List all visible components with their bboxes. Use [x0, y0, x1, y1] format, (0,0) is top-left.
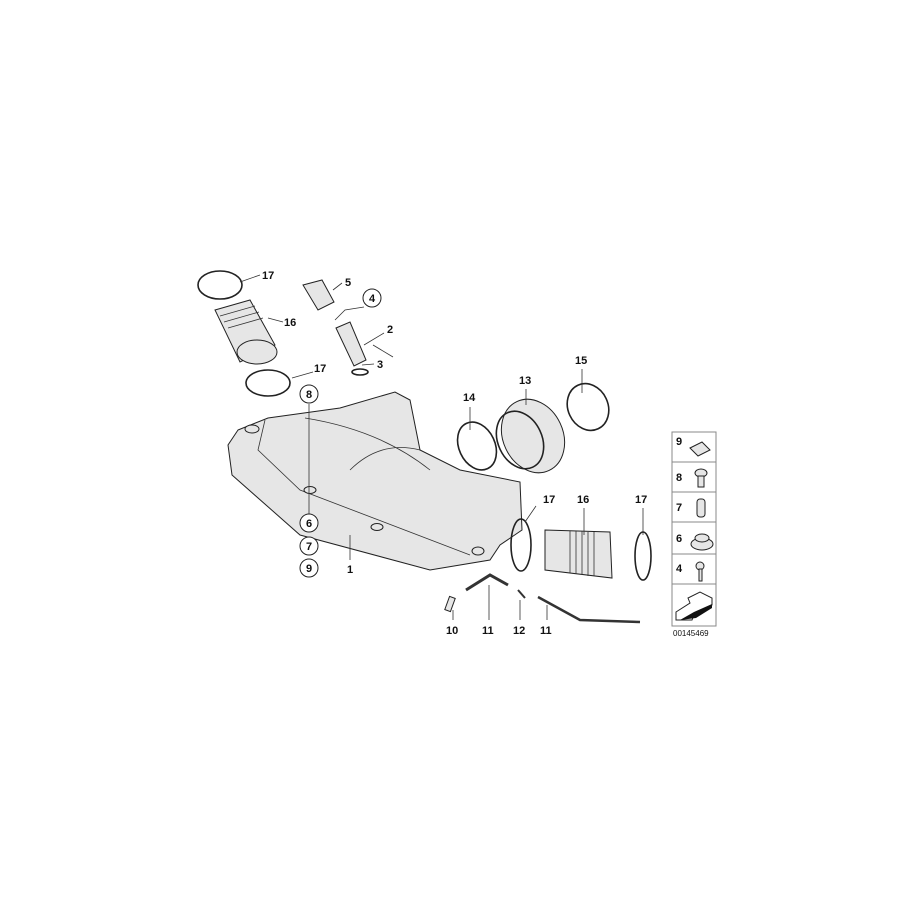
callout-17: 17	[635, 494, 647, 506]
hose-clamp-14	[456, 421, 498, 471]
callout-7: 7	[306, 541, 312, 553]
callout-labels: 17 5 4 16 2 3 17 8 15 13 14 17 16 17 6 7…	[262, 270, 647, 637]
callout-12: 12	[513, 625, 525, 637]
legend-8: 8	[676, 472, 682, 484]
arrow-icon	[675, 591, 713, 621]
hose-11-long	[537, 595, 641, 624]
callout-17: 17	[543, 494, 555, 506]
callout-circle	[299, 513, 319, 533]
clip-nut-icon	[689, 441, 711, 457]
callout-6: 6	[306, 518, 312, 530]
callout-circle	[299, 536, 319, 556]
screw-4-icon	[695, 561, 705, 582]
callout-3: 3	[377, 359, 383, 371]
callout-13: 13	[519, 375, 531, 387]
valve-12	[517, 589, 526, 599]
legend-6: 6	[676, 533, 682, 545]
callout-1: 1	[347, 564, 353, 576]
hose-clamp-17-right-b	[634, 531, 652, 581]
callout-11: 11	[482, 625, 494, 637]
callout-16: 16	[284, 317, 296, 329]
callout-8: 8	[306, 389, 312, 401]
diagram-code: 00145469	[673, 629, 709, 638]
legend-4: 4	[676, 563, 683, 575]
legend-7: 7	[676, 502, 682, 514]
seal-ring-3	[351, 368, 369, 376]
intake-hose-16-right	[544, 529, 613, 579]
hose-clamp-17-mid	[245, 369, 291, 397]
callout-14: 14	[463, 392, 476, 404]
callout-15: 15	[575, 355, 587, 367]
part-air-intake-housing	[227, 391, 523, 571]
hose-clamp-17-top	[197, 270, 243, 300]
callout-10: 10	[446, 625, 458, 637]
callout-16: 16	[577, 494, 589, 506]
sleeve-7-icon	[696, 498, 706, 518]
legend-9: 9	[676, 436, 682, 448]
callout-11: 11	[540, 625, 552, 637]
leader-lines	[239, 274, 644, 620]
callout-circle	[299, 558, 319, 578]
intake-hose-16-top	[214, 299, 278, 365]
grommet-6-icon	[690, 533, 714, 551]
screw-8-icon	[694, 468, 708, 488]
callout-17: 17	[262, 270, 274, 282]
cover-cap-5	[302, 279, 335, 311]
hose-clamp-17-right-a	[510, 518, 532, 572]
callout-2: 2	[387, 324, 393, 336]
hose-11-short	[465, 573, 509, 592]
fastener-legend: 9 8 7 6 4 00145469	[671, 431, 717, 638]
callout-circle	[299, 384, 319, 404]
callout-circle	[362, 288, 382, 308]
plug-10	[444, 595, 456, 613]
callout-5: 5	[345, 277, 351, 289]
hose-clamp-15	[566, 382, 610, 432]
callout-17: 17	[314, 363, 326, 375]
bellows-13	[495, 398, 566, 474]
callout-9: 9	[306, 563, 312, 575]
sensor-2	[335, 321, 367, 367]
callout-4: 4	[369, 293, 376, 305]
